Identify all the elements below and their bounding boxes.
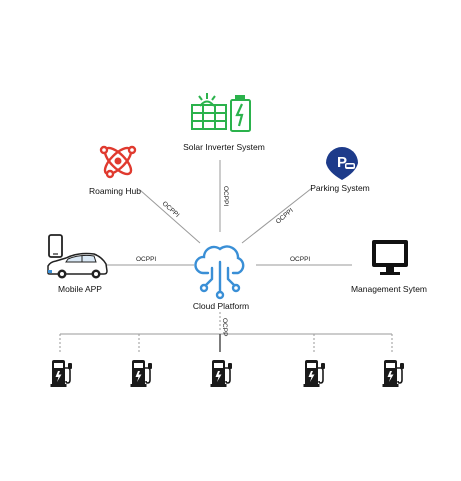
solar-panel-battery-icon xyxy=(191,93,251,132)
solar-inverter-label: Solar Inverter System xyxy=(183,142,265,152)
cloud-platform-node: Cloud Platform xyxy=(193,245,249,311)
ev-charger-icon xyxy=(302,359,326,388)
svg-text:P: P xyxy=(337,154,347,171)
edge-label-solar: OCPPI xyxy=(222,186,229,206)
ev-charger-icon xyxy=(209,359,233,388)
edge-label-roaming: OCPPI xyxy=(161,200,181,219)
roaming-hub-node: Roaming Hub xyxy=(89,145,141,196)
roaming-hub-label: Roaming Hub xyxy=(89,186,141,196)
line-roaming xyxy=(139,189,201,244)
parking-system-node: P Parking System xyxy=(310,147,370,193)
monitor-icon xyxy=(372,240,408,275)
management-system-node: Management Sytem xyxy=(351,240,427,294)
mobile-app-label: Mobile APP xyxy=(58,284,102,294)
roaming-atom-icon xyxy=(99,145,137,179)
edge-label-management: OCPPI xyxy=(290,256,310,263)
ev-charger-icon xyxy=(129,359,153,388)
cloud-network-icon xyxy=(194,245,245,300)
phone-car-icon xyxy=(47,234,108,279)
parking-system-label: Parking System xyxy=(310,183,370,193)
chargers-row xyxy=(49,359,405,388)
management-system-label: Management Sytem xyxy=(351,284,427,294)
ev-charger-icon xyxy=(381,359,405,388)
edge-label-chargers: OCPP xyxy=(221,318,228,336)
line-parking xyxy=(241,187,313,244)
parking-pin-icon: P xyxy=(326,147,358,180)
mobile-app-node: Mobile APP xyxy=(47,234,108,294)
ev-charger-icon xyxy=(49,359,73,388)
connection-lines xyxy=(59,160,393,352)
edge-label-mobile: OCPPI xyxy=(136,256,156,263)
cloud-platform-label: Cloud Platform xyxy=(193,301,249,311)
solar-inverter-node: Solar Inverter System xyxy=(183,93,265,152)
